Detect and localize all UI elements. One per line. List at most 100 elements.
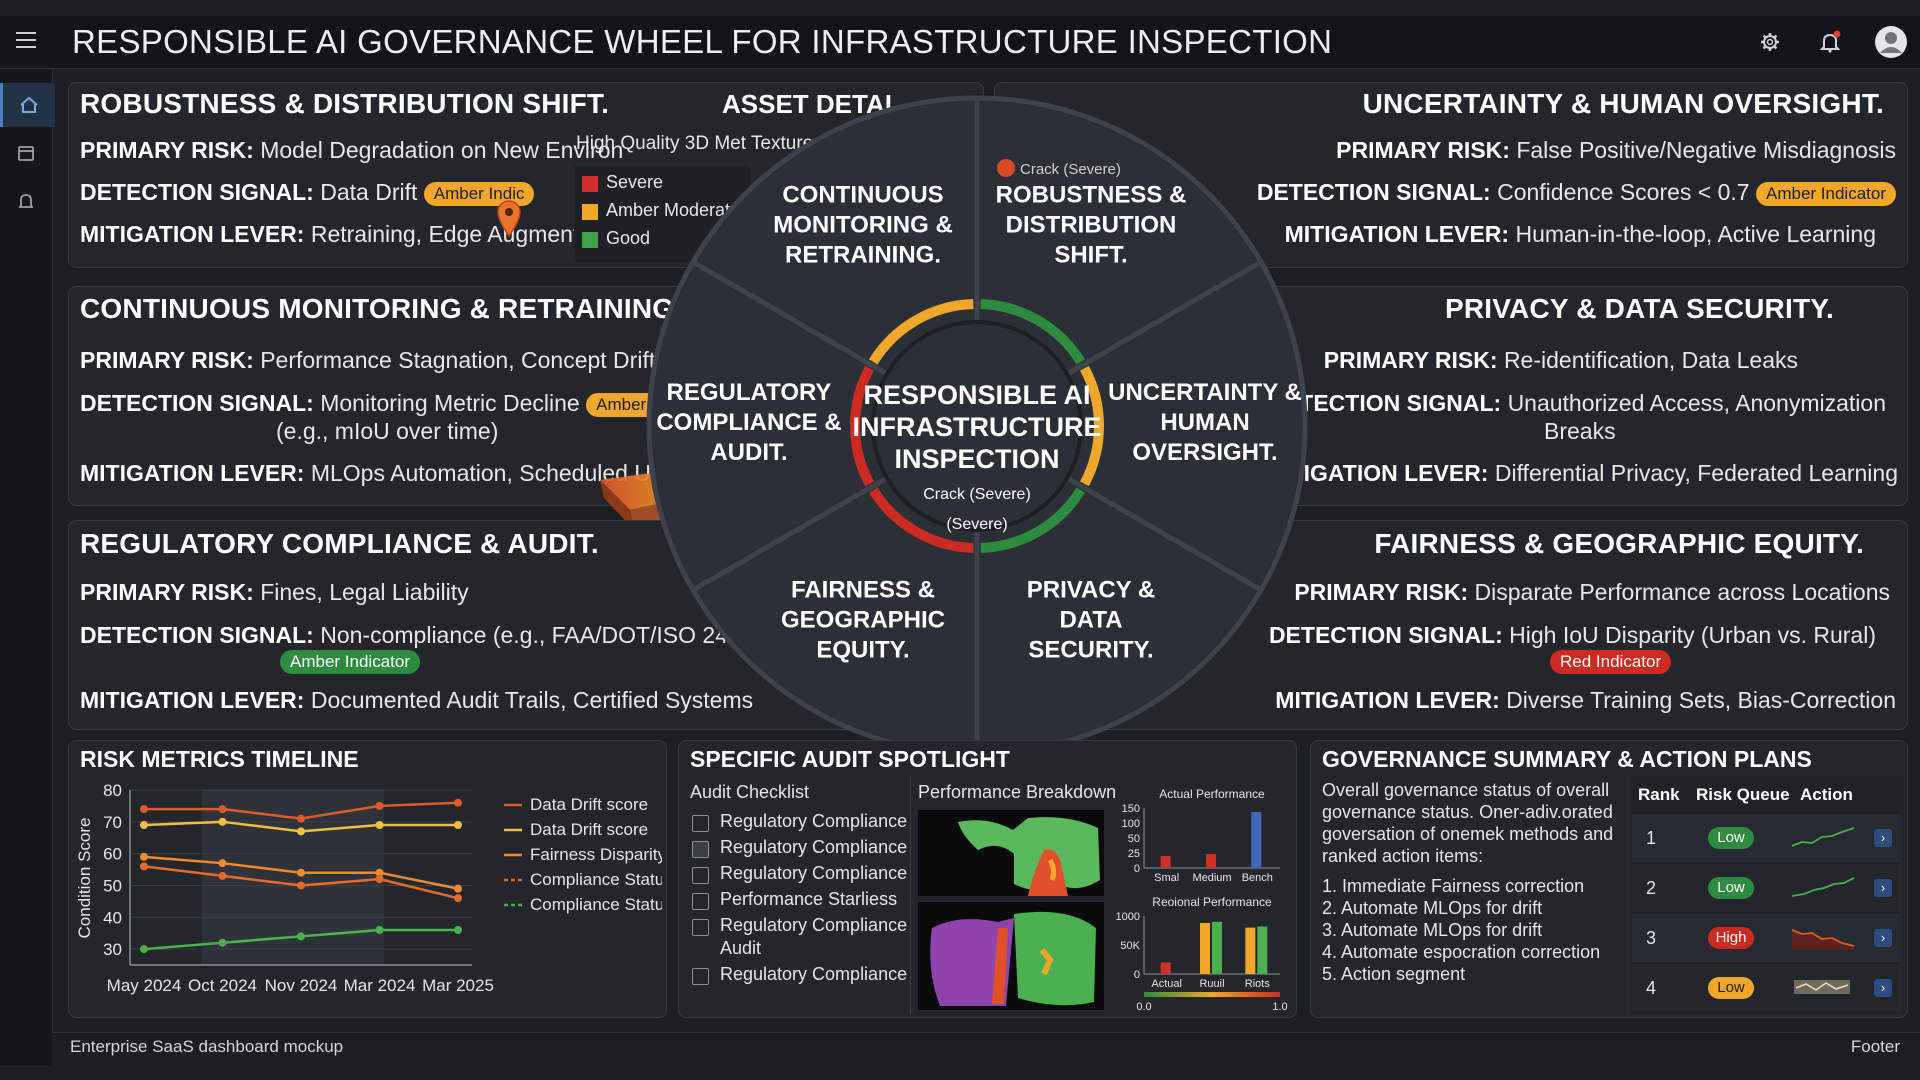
checklist-checkbox[interactable]	[692, 893, 709, 910]
sidebar-item-home[interactable]	[0, 83, 55, 127]
sidebar-item-calendar[interactable]	[0, 131, 52, 175]
hamburger-icon[interactable]	[16, 32, 36, 53]
wheel-segment-label: FAIRNESS &	[791, 576, 935, 603]
checklist-item: Performance Starliess	[720, 889, 898, 909]
privacy-signal: DETECTION SIGNAL: Unauthorized Access, A…	[1267, 390, 1886, 416]
y-tick-label: 0	[1134, 863, 1140, 875]
row-action-button[interactable]: ›	[1874, 879, 1892, 897]
bell-icon[interactable]	[1816, 28, 1844, 56]
legend-label: Data Drift score	[530, 820, 648, 839]
checklist-checkbox[interactable]	[692, 867, 709, 884]
row-action-button[interactable]: ›	[1874, 929, 1892, 947]
y-tick-label: 0	[1134, 969, 1140, 981]
checklist-item: Regulatory Compliance	[720, 811, 908, 831]
wheel-segment-label: EQUITY.	[816, 636, 909, 663]
col-rank: Rank	[1638, 785, 1680, 804]
data-point	[297, 932, 305, 941]
action-item: 3. Automate MLOps for drift	[1322, 920, 1543, 940]
governance-wheel: ROBUSTNESS &DISTRIBUTIONSHIFT.UNCERTAINT…	[646, 95, 1308, 742]
x-tick-label: Mar 2024	[344, 976, 416, 995]
table-row	[1632, 864, 1902, 912]
uncertainty-title: UNCERTAINTY & HUMAN OVERSIGHT.	[1362, 88, 1884, 119]
bar	[1245, 927, 1256, 974]
wheel-segment-label: SHIFT.	[1054, 242, 1127, 269]
bar	[1200, 922, 1210, 974]
wheel-segment-label: GEOGRAPHIC	[781, 606, 945, 633]
map-pin-icon	[497, 200, 521, 238]
table-row	[1632, 814, 1902, 862]
x-tick-label: May 2024	[107, 976, 182, 995]
wheel-status-arc	[850, 365, 874, 487]
row-rank: 1	[1646, 828, 1657, 848]
data-point	[140, 821, 148, 829]
wheel-segment[interactable]	[689, 95, 980, 431]
sidebar-item-alerts[interactable]	[0, 179, 52, 223]
wheel-status-arc	[980, 299, 1086, 365]
wheel-center-line-1: RESPONSIBLE AI	[863, 380, 1090, 410]
regulatory-signal: DETECTION SIGNAL: Non-compliance (e.g., …	[80, 622, 775, 648]
action-item: 4. Automate espocration correction	[1322, 942, 1601, 962]
wheel-segment[interactable]	[974, 421, 1265, 742]
row-action-button[interactable]: ›	[1874, 829, 1892, 847]
table-row	[1632, 964, 1902, 1012]
data-point	[454, 894, 462, 903]
wheel-status-arc	[1080, 365, 1104, 487]
bell-icon	[18, 194, 34, 208]
y-tick-label: 80	[103, 781, 122, 800]
checklist-item: Regulatory Compliance	[720, 837, 908, 857]
row-action-button[interactable]: ›	[1874, 979, 1892, 997]
data-point	[218, 817, 227, 826]
summary-text-2: governance status. Oner-adiv.orated	[1322, 802, 1613, 822]
wheel-segment-label: ROBUSTNESS &	[996, 182, 1187, 209]
robustness-mitigation: MITIGATION LEVER: Retraining, Edge Augme…	[80, 221, 630, 247]
sparkline	[1792, 827, 1855, 847]
data-point	[454, 798, 462, 807]
action-item: 2. Automate MLOps for drift	[1322, 898, 1543, 918]
wheel-segment-label: DISTRIBUTION	[1006, 212, 1177, 239]
monitoring-title: CONTINUOUS MONITORING & RETRAINING.	[80, 293, 683, 324]
checklist-checkbox[interactable]	[692, 919, 709, 936]
wheel-segment[interactable]	[646, 258, 982, 594]
wheel-segment-label: HUMAN	[1160, 409, 1249, 436]
data-point	[140, 945, 148, 954]
checklist-item: Regulatory Compliance	[720, 915, 908, 935]
summary-text-4: ranked action items:	[1322, 846, 1484, 866]
privacy-signal-detail: Breaks	[1544, 418, 1616, 444]
wheel-segment[interactable]	[689, 421, 980, 742]
wheel-segment-label: OVERSIGHT.	[1132, 439, 1277, 466]
checklist-checkbox[interactable]	[692, 968, 709, 985]
robustness-signal: DETECTION SIGNAL: Data Drift Amber Indic	[80, 179, 535, 206]
regulatory-risk: PRIMARY RISK: Fines, Legal Liability	[80, 579, 469, 605]
risk-badge: Low	[1708, 977, 1754, 999]
checklist-item: Regulatory Compliance	[720, 964, 908, 984]
data-point	[375, 821, 384, 829]
wheel-center	[871, 320, 1083, 532]
performance-breakdown-title: Performance Breakdown	[918, 782, 1117, 802]
data-point	[375, 868, 384, 877]
footer-bar: Enterprise SaaS dashboard mockup Footer	[52, 1032, 1920, 1065]
action-item: 1. Immediate Fairness correction	[1322, 876, 1585, 896]
gear-icon[interactable]	[1756, 28, 1784, 56]
wheel-segment[interactable]	[972, 258, 1308, 594]
table-row	[1632, 914, 1902, 962]
wheel-status-arc	[868, 487, 974, 553]
regulatory-mitigation: MITIGATION LEVER: Documented Audit Trail…	[80, 687, 754, 713]
privacy-mitigation: MITIGATION LEVER: Differential Privacy, …	[1264, 460, 1898, 486]
data-point	[297, 881, 305, 890]
checklist-checkbox[interactable]	[692, 841, 709, 858]
y-tick-label: 40	[103, 908, 122, 927]
bar	[1212, 921, 1222, 974]
wheel-segment[interactable]	[974, 95, 1265, 431]
checklist-checkbox[interactable]	[692, 815, 709, 832]
x-tick-label: Bench	[1242, 872, 1273, 884]
data-point	[454, 821, 462, 829]
wheel-segment-label: RETRAINING.	[785, 242, 941, 269]
data-point	[140, 862, 148, 871]
x-tick-label: Smal	[1154, 872, 1179, 884]
amber-indicator-badge: Amber Indicator	[1756, 181, 1896, 206]
colorbar-max-label: 1.0	[1272, 1001, 1287, 1012]
wheel-segment-label: COMPLIANCE &	[656, 409, 841, 436]
legend-label: Data Drift score	[530, 795, 648, 814]
user-avatar-icon[interactable]	[1874, 25, 1908, 59]
row-rank: 2	[1646, 878, 1657, 898]
